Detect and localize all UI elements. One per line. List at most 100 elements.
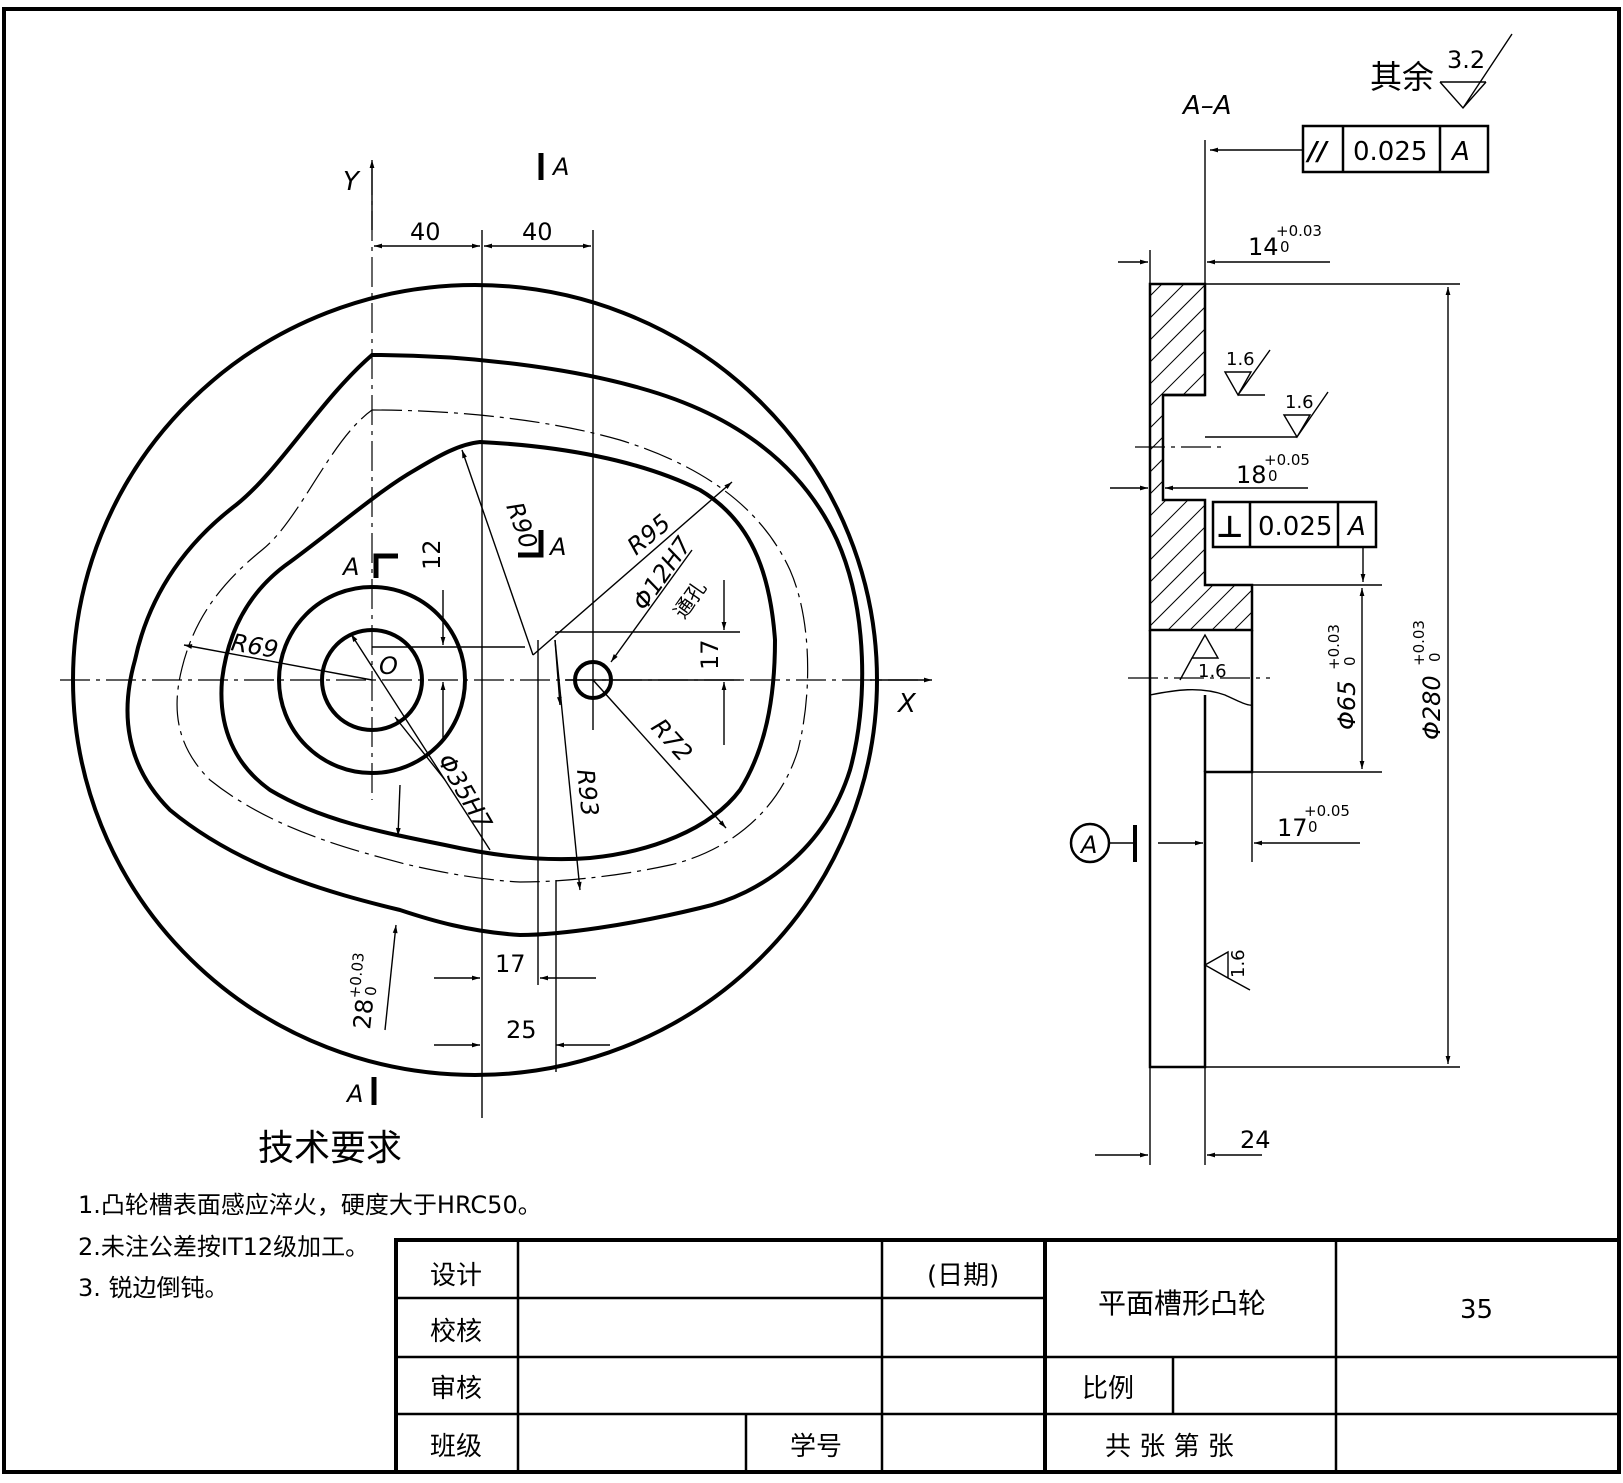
dim-40a: 40 <box>410 218 441 246</box>
dim-280-tol-lower: 0 <box>1426 652 1444 662</box>
dim-18-tol-upper: +0.05 <box>1264 451 1310 469</box>
dim-280-tol-upper: +0.03 <box>1410 620 1428 666</box>
hatch-line <box>1150 284 1233 630</box>
section-mark-left <box>373 553 398 578</box>
roughness-bore: 1.6 <box>1179 633 1227 682</box>
dim-28-tol-upper: +0.03 <box>345 952 368 1000</box>
dim-65-tol-upper: +0.03 <box>1325 624 1343 670</box>
title-block: 设计 校核 审核 班级 学号 (日期) 平面槽形凸轮 35 比例 共 张 第 张 <box>394 1238 1621 1474</box>
parallel-symbol: // <box>1305 137 1329 167</box>
dim-r93-ext <box>554 639 562 706</box>
hatch-line <box>1150 284 1252 630</box>
roughness-bore-value: 1.6 <box>1198 661 1227 682</box>
section-mark-right <box>518 530 544 558</box>
dim-280-group: Φ280 +0.03 0 <box>1410 620 1446 740</box>
hatch-line <box>1514 280 1623 680</box>
tb-part-name: 平面槽形凸轮 <box>1098 1287 1266 1320</box>
dim-17c-tol-lower: 0 <box>1308 818 1318 836</box>
dim-65-tol-lower: 0 <box>1341 656 1359 666</box>
axis-y-label: Y <box>343 167 361 197</box>
front-view: X Y 40 40 12 17 R6 <box>60 153 932 1118</box>
dim-r90-line <box>461 449 534 656</box>
dim-28-arrow <box>395 784 401 837</box>
dim-r93-line <box>554 639 582 891</box>
hatch-line <box>1150 284 1252 630</box>
tb-review-label: 审核 <box>430 1374 482 1404</box>
perpendicular-value: 0.025 <box>1258 512 1332 542</box>
dim-14-tol-lower: 0 <box>1280 238 1290 256</box>
hatch-line <box>1150 284 1252 630</box>
hub-outer-circle <box>277 585 467 775</box>
hatch-line <box>1492 280 1623 680</box>
dim-r69-line <box>183 644 373 681</box>
perpendicular-tolerance-frame: ⊥ 0.025 A <box>1211 500 1378 549</box>
tech-item-1: 1.凸轮槽表面感应淬火，硬度大于HRC50。 <box>78 1191 542 1219</box>
tb-student-no-label: 学号 <box>790 1432 842 1462</box>
hatch-line <box>1150 284 1252 630</box>
dim-280: Φ280 <box>1418 675 1446 740</box>
section-upper-outline <box>1148 282 1254 632</box>
roughness-face: 1.6 <box>1203 949 1251 991</box>
hatch-line <box>1183 284 1252 630</box>
dim-r95-line <box>532 481 733 656</box>
parallel-datum: A <box>1450 137 1470 167</box>
section-mark-left-label: A <box>341 553 359 581</box>
dim-17: 17 <box>696 639 724 670</box>
roughness-groove-top: 1.6 <box>1223 349 1271 397</box>
hatch-line <box>1150 284 1252 630</box>
roughness-face-value: 1.6 <box>1228 949 1249 978</box>
section-mark-top-label: A <box>551 153 569 181</box>
dim-28: 28 <box>348 997 379 1030</box>
hatch-line <box>1294 280 1623 680</box>
dim-r72-line <box>592 679 727 829</box>
tb-drawing-no: 35 <box>1460 1295 1493 1325</box>
hatch-line <box>1150 284 1252 630</box>
tb-date-label: (日期) <box>927 1261 999 1291</box>
dim-28-line <box>384 924 398 1031</box>
dim-17c-tol-upper: +0.05 <box>1304 802 1350 820</box>
axis-x-label: X <box>896 689 917 719</box>
hatch-line <box>1558 280 1623 680</box>
dim-phi35-line <box>350 633 491 851</box>
hatch-line <box>1227 284 1252 630</box>
hatch-line <box>1150 284 1189 630</box>
hatch-line <box>1249 284 1252 630</box>
dim-65-group: Φ65 +0.03 0 <box>1325 624 1361 730</box>
hatch-line <box>1360 280 1623 680</box>
dim-phi35: Φ35H7 <box>432 749 498 835</box>
dim-17c: 17 <box>1277 814 1308 842</box>
perpendicular-datum: A <box>1346 512 1366 542</box>
hatch-line <box>1470 280 1623 680</box>
dim-24: 24 <box>1240 1126 1271 1154</box>
hatch-line <box>700 280 1100 680</box>
tb-scale-label: 比例 <box>1082 1374 1134 1404</box>
section-hatching <box>700 280 1623 680</box>
tb-class-label: 班级 <box>430 1432 482 1462</box>
roughness-groove-side: 1.6 <box>1205 391 1329 439</box>
tech-item-3: 3. 锐边倒钝。 <box>78 1274 229 1302</box>
section-title: A–A <box>1181 91 1232 121</box>
tb-check-label: 校核 <box>430 1317 482 1347</box>
hatch-line <box>1426 280 1623 680</box>
hatch-line <box>1580 280 1623 680</box>
section-mark-right-label: A <box>548 533 566 561</box>
tb-sheets: 共 张 第 张 <box>1105 1432 1234 1462</box>
dim-65: Φ65 <box>1333 681 1361 730</box>
roughness-groove-side-value: 1.6 <box>1285 392 1314 413</box>
hatch-line <box>1150 284 1167 630</box>
dim-r93: R93 <box>571 768 604 818</box>
dim-through-hole: 通孔 <box>668 576 711 623</box>
dim-18-tol-lower: 0 <box>1268 467 1278 485</box>
roughness-general-prefix: 其余 <box>1370 58 1434 96</box>
section-view: A–A // 0.025 A 其余 <box>700 33 1623 1165</box>
cam-groove-centerline <box>176 409 809 883</box>
dim-14-tol-upper: +0.03 <box>1276 222 1322 240</box>
hatch-line <box>1338 280 1623 680</box>
datum-label: A <box>1079 831 1097 859</box>
dim-40b: 40 <box>522 218 553 246</box>
section-break-line <box>1149 688 1253 706</box>
roughness-general-symbol <box>1439 33 1513 110</box>
dim-17b: 17 <box>495 950 526 978</box>
hatch-line <box>1150 284 1252 630</box>
